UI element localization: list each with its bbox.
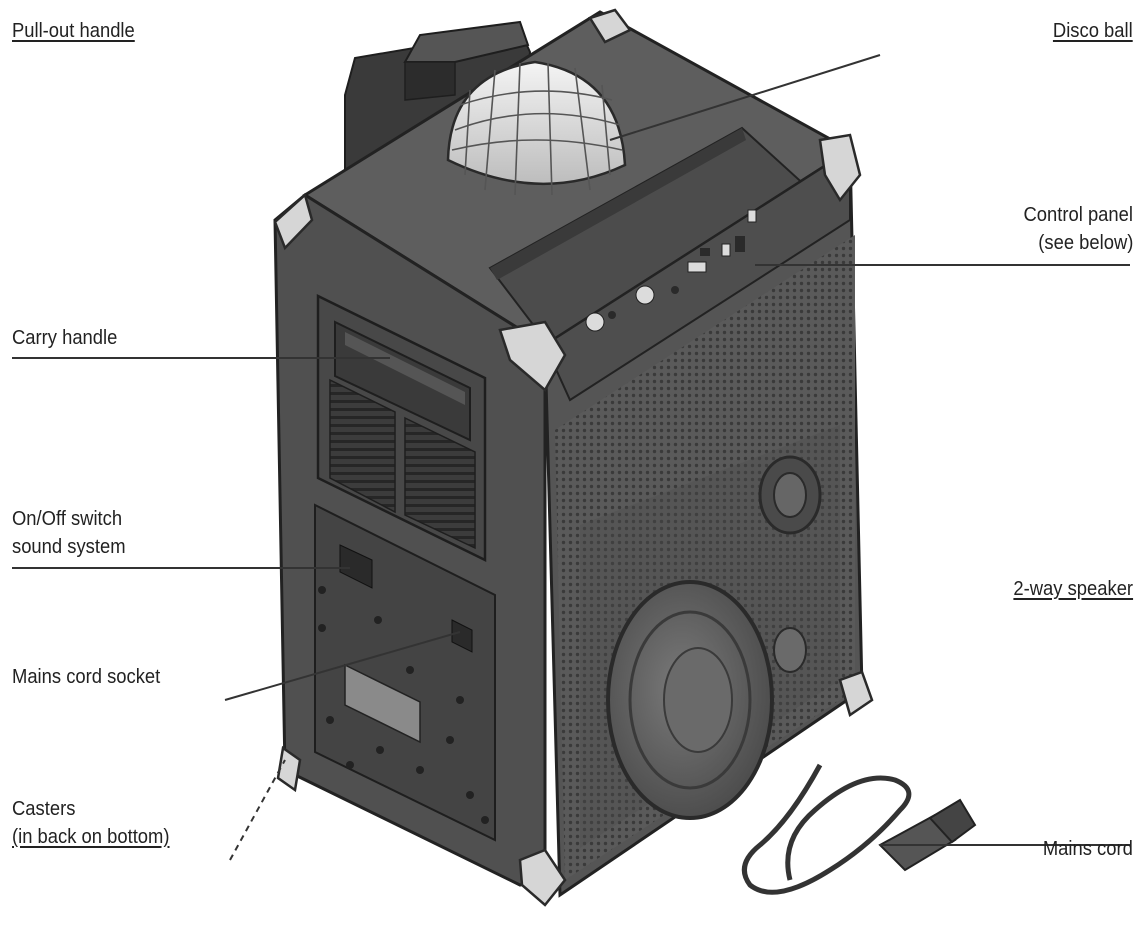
label-casters-note: (in back on bottom) (12, 826, 170, 848)
label-sound-system: sound system (12, 536, 126, 558)
speaker-left-face (273, 193, 547, 887)
speaker-front-face (543, 147, 864, 898)
tweeter (758, 455, 822, 535)
woofer (606, 580, 774, 820)
label-2-way-speaker: 2-way speaker (1013, 578, 1133, 600)
label-casters: Casters (12, 798, 76, 820)
casters-dashed-line (229, 759, 286, 861)
label-control-panel: Control panel (1023, 204, 1133, 226)
leader-lines (12, 54, 1130, 846)
label-mains-cord: Mains cord (1043, 838, 1133, 860)
label-control-panel-note: (see below) (1037, 232, 1133, 254)
label-pull-out-handle: Pull-out handle (12, 20, 135, 42)
label-carry-handle: Carry handle (12, 327, 118, 349)
label-disco-ball: Disco ball (1053, 20, 1133, 42)
control-panel-part (585, 209, 757, 332)
corner-caps (273, 8, 874, 907)
label-on-off-switch: On/Off switch (12, 508, 123, 530)
disco-ball-part (446, 60, 627, 196)
label-mains-cord-socket: Mains cord socket (12, 666, 161, 688)
mains-cord-part (741, 763, 977, 895)
